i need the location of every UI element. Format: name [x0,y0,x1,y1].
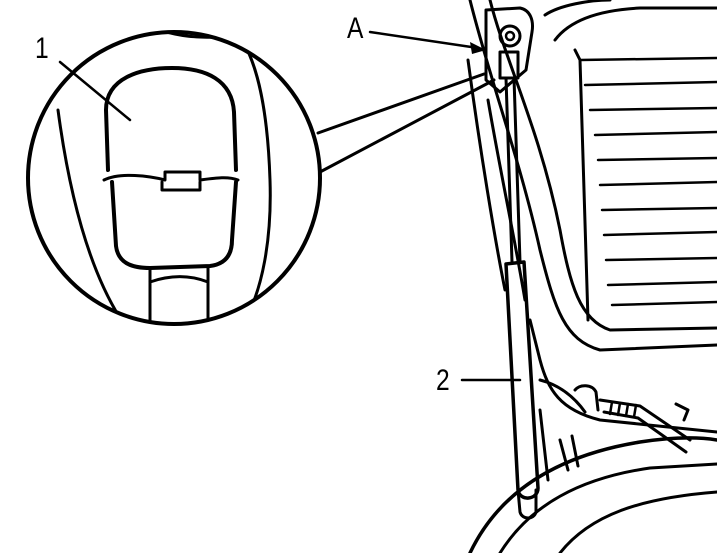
magnifier-circle [26,30,322,326]
body-pillar [466,58,527,302]
callout-2: 2 [436,364,450,397]
magnifier-connector [316,72,496,174]
strut-rod [504,76,522,264]
leader-a [368,30,480,50]
fitting-body [110,180,238,270]
leader-a-arrow [470,42,486,54]
fitting-cap [104,66,238,172]
callout-a: A [347,12,364,45]
leader-1 [58,60,132,122]
detail-magnifier [26,30,496,326]
wheel-arch [468,436,717,553]
mount-bolt [498,24,522,48]
lower-body [468,318,717,553]
wiring-loom [598,398,692,454]
callout-1: 1 [35,32,49,65]
leader-lines [58,30,522,382]
